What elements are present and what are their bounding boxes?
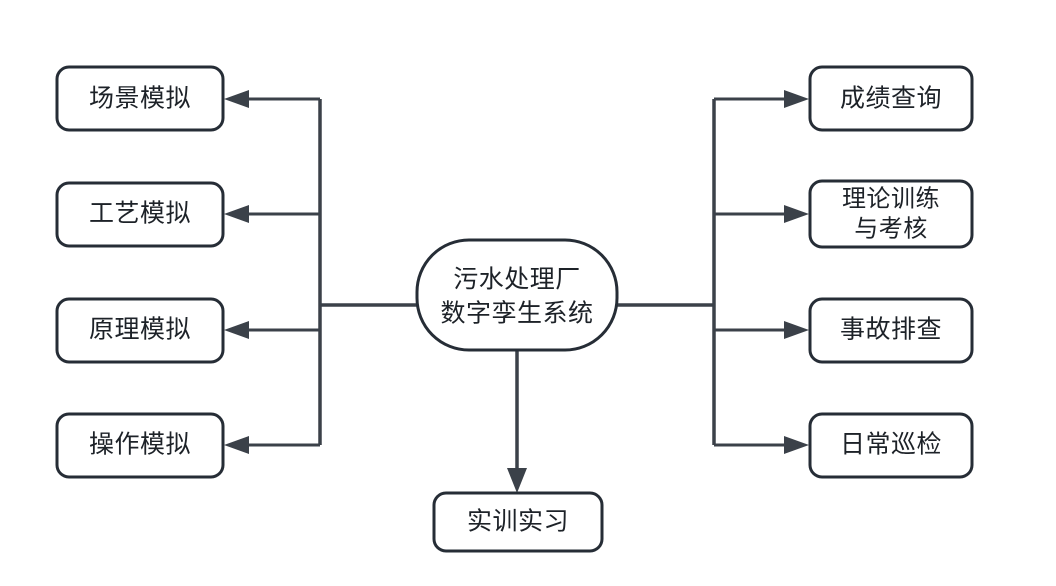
score-query-box[interactable] [808, 65, 974, 132]
process-simulation-box[interactable] [55, 181, 225, 248]
arrowhead-operation-simulation [224, 436, 249, 454]
operation-simulation-box[interactable] [55, 412, 225, 479]
node-process-simulation[interactable]: 工艺模拟 [55, 181, 225, 248]
node-score-query[interactable]: 成绩查询 [808, 65, 974, 132]
practical-training-label: 实训实习 [467, 508, 569, 536]
scene-simulation-label: 场景模拟 [89, 85, 191, 113]
node-practical-training[interactable]: 实训实习 [432, 491, 604, 553]
practical-training-box[interactable] [432, 491, 604, 553]
arrowhead-scene-simulation [224, 90, 249, 108]
center-system-label-line2: 数字孪生系统 [440, 300, 593, 328]
process-simulation-label: 工艺模拟 [89, 200, 191, 228]
node-principle-simulation[interactable]: 原理模拟 [55, 297, 225, 364]
theory-training-label-line1: 理论训练 [842, 185, 940, 212]
principle-simulation-label: 原理模拟 [89, 316, 191, 344]
arrowhead-theory-training [784, 205, 809, 223]
arrowhead-practical-training [507, 468, 527, 493]
node-theory-training[interactable]: 理论训练 与考核 [808, 179, 974, 249]
accident-investigation-box[interactable] [808, 297, 974, 364]
node-center-system[interactable]: 污水处理厂 数字孪生系统 [415, 238, 619, 352]
right-branch-edges [617, 90, 809, 454]
center-system-label-line1: 污水处理厂 [453, 266, 581, 294]
daily-inspection-label: 日常巡检 [840, 431, 942, 459]
arrowhead-score-query [784, 90, 809, 108]
arrowhead-principle-simulation [224, 321, 249, 339]
arrowhead-accident-investigation [784, 321, 809, 339]
center-system-box[interactable] [415, 238, 619, 352]
arrowhead-process-simulation [224, 205, 249, 223]
scene-simulation-box[interactable] [55, 65, 225, 132]
theory-training-label-line2: 与考核 [854, 215, 928, 242]
arrowhead-daily-inspection [784, 436, 809, 454]
node-scene-simulation[interactable]: 场景模拟 [55, 65, 225, 132]
operation-simulation-label: 操作模拟 [89, 431, 191, 459]
node-operation-simulation[interactable]: 操作模拟 [55, 412, 225, 479]
left-branch-edges [224, 90, 417, 454]
accident-investigation-label: 事故排查 [840, 316, 942, 344]
score-query-label: 成绩查询 [840, 85, 942, 113]
principle-simulation-box[interactable] [55, 297, 225, 364]
node-accident-investigation[interactable]: 事故排查 [808, 297, 974, 364]
daily-inspection-box[interactable] [808, 412, 974, 479]
bottom-branch-edges [507, 350, 527, 493]
node-daily-inspection[interactable]: 日常巡检 [808, 412, 974, 479]
theory-training-box[interactable] [808, 179, 974, 249]
